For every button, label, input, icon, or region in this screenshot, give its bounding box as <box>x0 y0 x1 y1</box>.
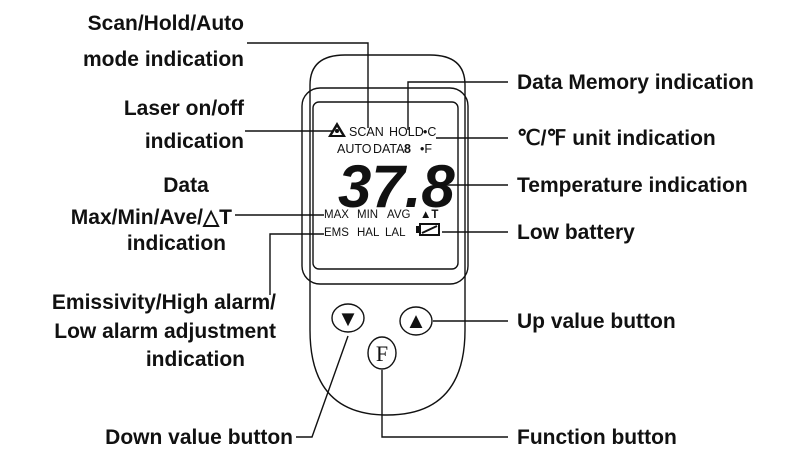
leader-function-button <box>381 370 508 438</box>
lcd-celsius: •C <box>423 125 436 139</box>
laser-icon <box>328 122 346 137</box>
label-laser-line2: indication <box>145 130 244 153</box>
label-scan-hold-auto-line2: mode indication <box>83 48 244 71</box>
lcd-lal: LAL <box>385 227 406 239</box>
lcd-max: MAX <box>324 209 349 221</box>
leader-data-memory <box>407 81 508 130</box>
down-arrow-icon: ▼ <box>337 306 359 331</box>
label-function-button: Function button <box>517 426 677 449</box>
function-f-icon: F <box>376 341 388 366</box>
label-scan-hold-auto-line1: Scan/Hold/Auto <box>88 12 244 35</box>
label-up-button: Up value button <box>517 310 676 333</box>
down-value-button[interactable]: ▼ <box>331 303 365 333</box>
lcd-fahrenheit: •F <box>420 142 432 156</box>
lcd-data: DATA <box>373 142 405 156</box>
label-emissivity-line3: indication <box>146 348 245 371</box>
label-down-button: Down value button <box>105 426 293 449</box>
label-data-memory: Data Memory indication <box>517 71 754 94</box>
lcd-auto: AUTO <box>337 142 372 156</box>
label-low-battery: Low battery <box>517 221 635 244</box>
lcd-temperature-value: 37.8 <box>338 153 455 220</box>
up-arrow-icon: ▲ <box>405 308 427 333</box>
lcd-ems: EMS <box>324 227 349 239</box>
lcd-delta-t: ▲T <box>420 209 438 221</box>
label-data-line2: Max/Min/Ave/△T <box>71 206 232 229</box>
lcd-scan: SCAN <box>349 125 384 139</box>
lcd-hold: HOLD <box>389 125 424 139</box>
label-emissivity-line2: Low alarm adjustment <box>54 320 276 343</box>
label-emissivity-line1: Emissivity/High alarm/ <box>52 291 276 314</box>
up-value-button[interactable]: ▲ <box>399 306 433 336</box>
battery-icon <box>416 223 440 236</box>
leader-emissivity <box>269 233 324 295</box>
label-data-line1: Data <box>163 174 209 197</box>
display-bezel <box>301 87 469 285</box>
lcd-memory-digit: 8 <box>404 142 411 156</box>
lcd-avg: AVG <box>387 209 410 221</box>
device-outline <box>309 54 466 416</box>
leader-down-button <box>296 335 349 438</box>
label-unit: ℃/℉ unit indication <box>517 127 716 150</box>
label-data-line3: indication <box>127 232 226 255</box>
lcd-hal: HAL <box>357 227 380 239</box>
function-button[interactable]: F <box>367 336 397 370</box>
label-laser-line1: Laser on/off <box>124 97 245 120</box>
lcd-min: MIN <box>357 209 378 221</box>
label-temperature: Temperature indication <box>517 174 748 197</box>
leader-scan-hold-auto <box>247 42 369 128</box>
